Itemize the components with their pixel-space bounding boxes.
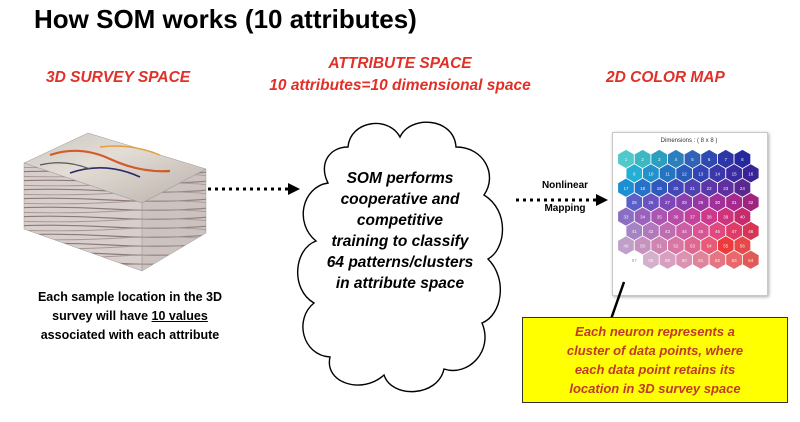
- som-neuron-number: 45: [698, 229, 704, 234]
- nonlinear-mapping-label: Nonlinear Mapping: [528, 179, 602, 215]
- cloud-line-4: training to classify: [331, 233, 469, 250]
- som-neuron-number: 2: [641, 157, 644, 162]
- som-neuron-number: 6: [708, 157, 711, 162]
- som-neuron-number: 47: [732, 229, 738, 234]
- seismic-cube-image: [23, 132, 207, 272]
- som-neuron-number: 16: [748, 171, 754, 176]
- survey-desc-line-2-prefix: survey will have: [52, 309, 152, 323]
- attribute-space-subheader: 10 attributes=10 dimensional space: [269, 77, 531, 94]
- cloud-line-5: 64 patterns/clusters: [326, 254, 474, 271]
- survey-desc-line-3: associated with each attribute: [40, 328, 220, 342]
- som-neuron-number: 43: [665, 229, 671, 234]
- cloud-line-3: competitive: [356, 212, 444, 229]
- som-neuron-number: 33: [623, 215, 629, 220]
- page-title: How SOM works (10 attributes): [34, 4, 417, 34]
- som-neuron-number: 25: [632, 200, 638, 205]
- som-neuron-number: 37: [690, 215, 696, 220]
- som-neuron-number: 58: [648, 258, 654, 263]
- pointer-line: [608, 281, 626, 323]
- som-neuron-number: 18: [640, 186, 646, 191]
- som-neuron-number: 35: [657, 215, 663, 220]
- som-neuron-number: 23: [723, 186, 729, 191]
- som-neuron-hex: [741, 249, 760, 270]
- som-neuron-number: 5: [691, 157, 694, 162]
- som-neuron-number: 11: [665, 171, 670, 176]
- note-line-1: Each neuron represents a: [575, 324, 735, 339]
- som-neuron-number: 21: [690, 186, 696, 191]
- som-neuron-number: 63: [732, 258, 738, 263]
- som-neuron-number: 44: [682, 229, 688, 234]
- map-dimensions-label: Dimensions : ( 8 x 8 ): [660, 138, 718, 144]
- som-neuron-number: 49: [623, 243, 629, 248]
- som-neuron-number: 38: [707, 215, 713, 220]
- som-neuron-number: 48: [748, 229, 754, 234]
- som-neuron-number: 34: [640, 215, 646, 220]
- som-neuron-number: 31: [732, 200, 738, 205]
- som-neuron-number: 50: [640, 243, 646, 248]
- som-neuron-number: 51: [657, 243, 663, 248]
- som-neuron-number: 62: [715, 258, 721, 263]
- som-neuron-number: 54: [707, 243, 713, 248]
- som-neuron-number: 20: [673, 186, 679, 191]
- color-map-header: 2D COLOR MAP: [606, 69, 725, 86]
- som-neuron-number: 32: [748, 200, 754, 205]
- som-neuron-number: 59: [665, 258, 671, 263]
- som-neuron-number: 29: [698, 200, 704, 205]
- survey-desc-line-2: survey will have 10 values: [14, 307, 246, 326]
- ten-values-emphasis: 10 values: [151, 309, 208, 323]
- som-neuron-number: 15: [732, 171, 738, 176]
- mapping-label-line-2: Mapping: [544, 203, 586, 214]
- dotted-arrow-to-cloud: [208, 183, 300, 195]
- cloud-line-6: in attribute space: [335, 275, 465, 292]
- cloud-line-1: SOM performs: [346, 170, 454, 187]
- som-neuron-number: 8: [741, 157, 744, 162]
- som-neuron-number: 12: [682, 171, 688, 176]
- cloud-description: SOM performs cooperative and competitive…: [305, 168, 495, 294]
- note-line-4: location in 3D survey space: [569, 381, 741, 396]
- cloud-line-2: cooperative and: [340, 191, 460, 208]
- som-neuron-number: 53: [690, 243, 696, 248]
- som-neuron-number: 17: [623, 186, 629, 191]
- som-neuron-number: 40: [740, 215, 746, 220]
- som-neuron-number: 10: [648, 171, 654, 176]
- som-neuron-number: 36: [673, 215, 679, 220]
- note-line-2: cluster of data points, where: [566, 343, 744, 358]
- som-neuron-number: 55: [723, 243, 729, 248]
- som-neuron-number: 41: [632, 229, 638, 234]
- som-neuron-number: 9: [633, 171, 636, 176]
- som-neuron-number: 64: [748, 258, 754, 263]
- som-neuron-number: 26: [648, 200, 654, 205]
- som-neuron-number: 30: [715, 200, 721, 205]
- som-neuron-number: 56: [740, 243, 746, 248]
- survey-description: Each sample location in the 3D survey wi…: [14, 288, 246, 345]
- som-neuron-number: 39: [723, 215, 729, 220]
- som-neuron-number: 4: [675, 157, 678, 162]
- neuron-note-box: Each neuron represents a cluster of data…: [522, 317, 788, 403]
- som-neuron-number: 19: [657, 186, 663, 191]
- dotted-arrow-to-map: [516, 194, 608, 206]
- som-neuron-number: 52: [673, 243, 679, 248]
- som-neuron-number: 22: [707, 186, 713, 191]
- survey-desc-line-1: Each sample location in the 3D: [37, 290, 223, 304]
- survey-space-header: 3D SURVEY SPACE: [46, 69, 191, 86]
- mapping-label-line-1: Nonlinear: [541, 180, 589, 191]
- note-line-3: each data point retains its: [574, 362, 736, 377]
- som-neuron-number: 3: [658, 157, 661, 162]
- som-neuron-number: 14: [715, 171, 721, 176]
- som-neuron-number: 61: [698, 258, 704, 263]
- som-neuron-number: 13: [698, 171, 704, 176]
- som-neuron-number: 42: [648, 229, 654, 234]
- som-neuron-number: 28: [682, 200, 688, 205]
- som-neuron-number: 27: [665, 200, 671, 205]
- som-neuron-number: 1: [625, 157, 628, 162]
- attribute-space-header: ATTRIBUTE SPACE: [328, 55, 472, 72]
- som-neuron-number: 46: [715, 229, 721, 234]
- som-neuron-number: 57: [632, 258, 638, 263]
- attribute-space-cloud: [297, 121, 504, 393]
- som-neuron-number: 24: [740, 186, 746, 191]
- som-neuron-number: 7: [725, 157, 728, 162]
- som-neuron-number: 60: [682, 258, 688, 263]
